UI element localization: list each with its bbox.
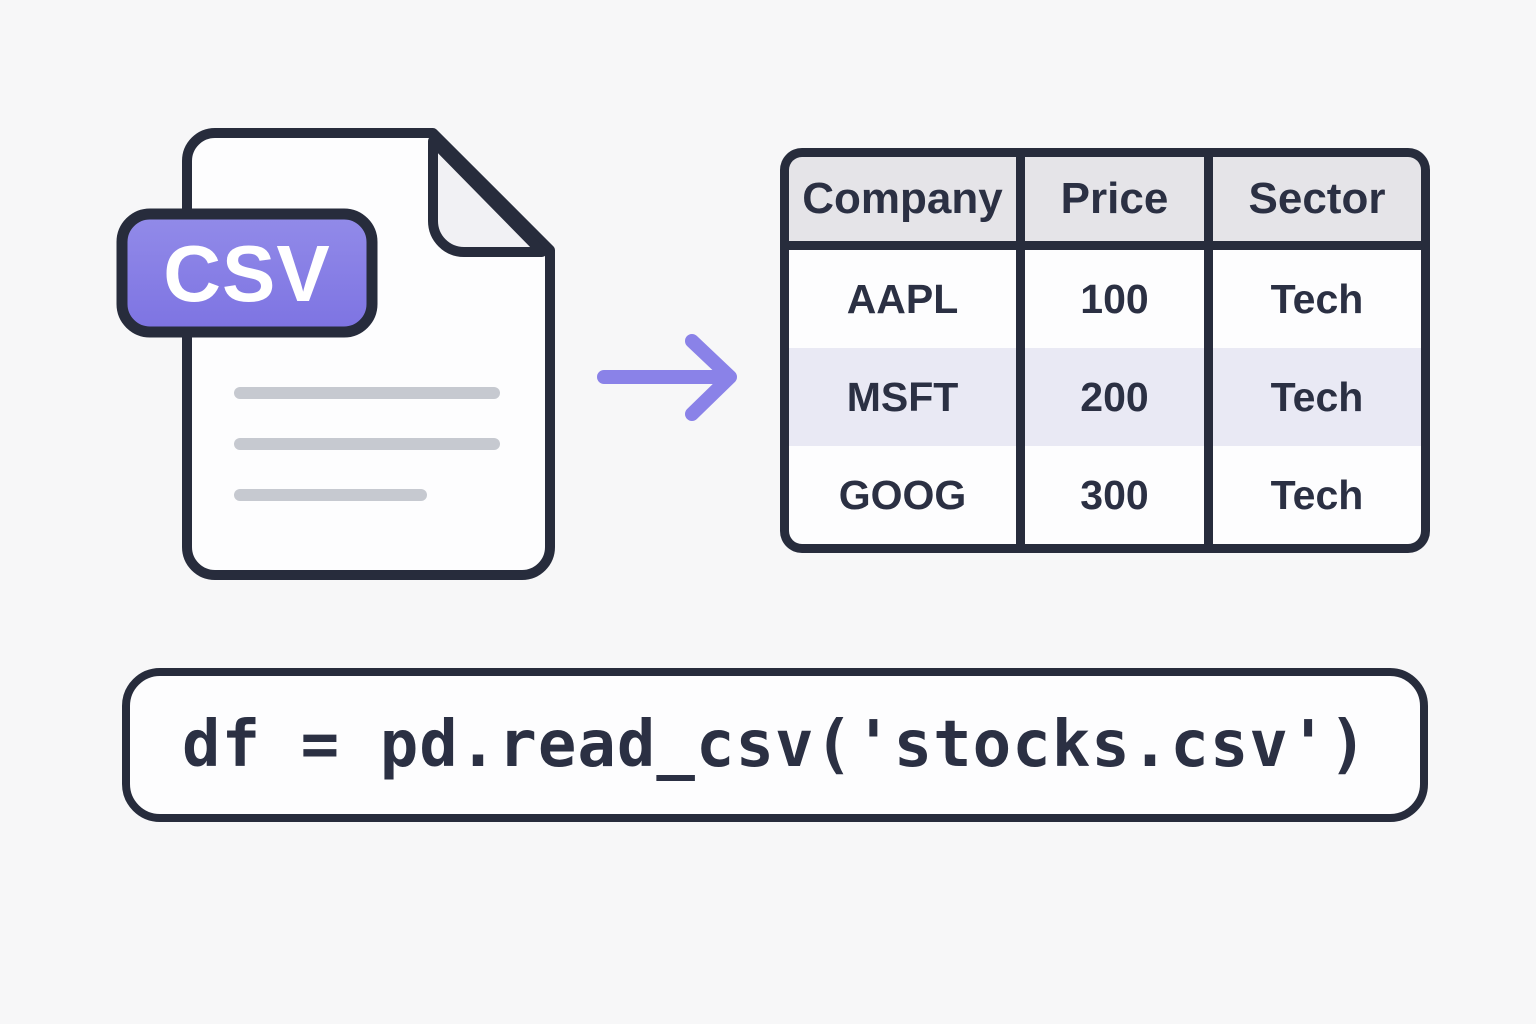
table-cell-price: 100 (1025, 250, 1204, 348)
table-cell-company: GOOG (789, 446, 1016, 544)
table-cell-price: 200 (1025, 348, 1204, 446)
csv-badge-label: CSV (163, 229, 331, 318)
column-header-sector: Sector (1213, 157, 1421, 250)
code-text: df = pd.read_csv('stocks.csv') (182, 708, 1368, 782)
dataframe-table-grid: Company Price Sector AAPL 100 Tech MSFT … (789, 157, 1421, 544)
dataframe-table: Company Price Sector AAPL 100 Tech MSFT … (780, 148, 1430, 553)
page-fold-corner-icon (428, 136, 547, 257)
table-cell-sector: Tech (1213, 446, 1421, 544)
csv-file-icon: CSV (116, 128, 555, 580)
code-snippet-box: df = pd.read_csv('stocks.csv') (122, 668, 1428, 822)
column-header-company: Company (789, 157, 1016, 250)
table-cell-price: 300 (1025, 446, 1204, 544)
arrow-right-icon (597, 334, 737, 421)
table-cell-sector: Tech (1213, 348, 1421, 446)
csv-badge (116, 208, 378, 338)
table-cell-sector: Tech (1213, 250, 1421, 348)
table-cell-company: MSFT (789, 348, 1016, 446)
table-cell-company: AAPL (789, 250, 1016, 348)
column-header-price: Price (1025, 157, 1204, 250)
